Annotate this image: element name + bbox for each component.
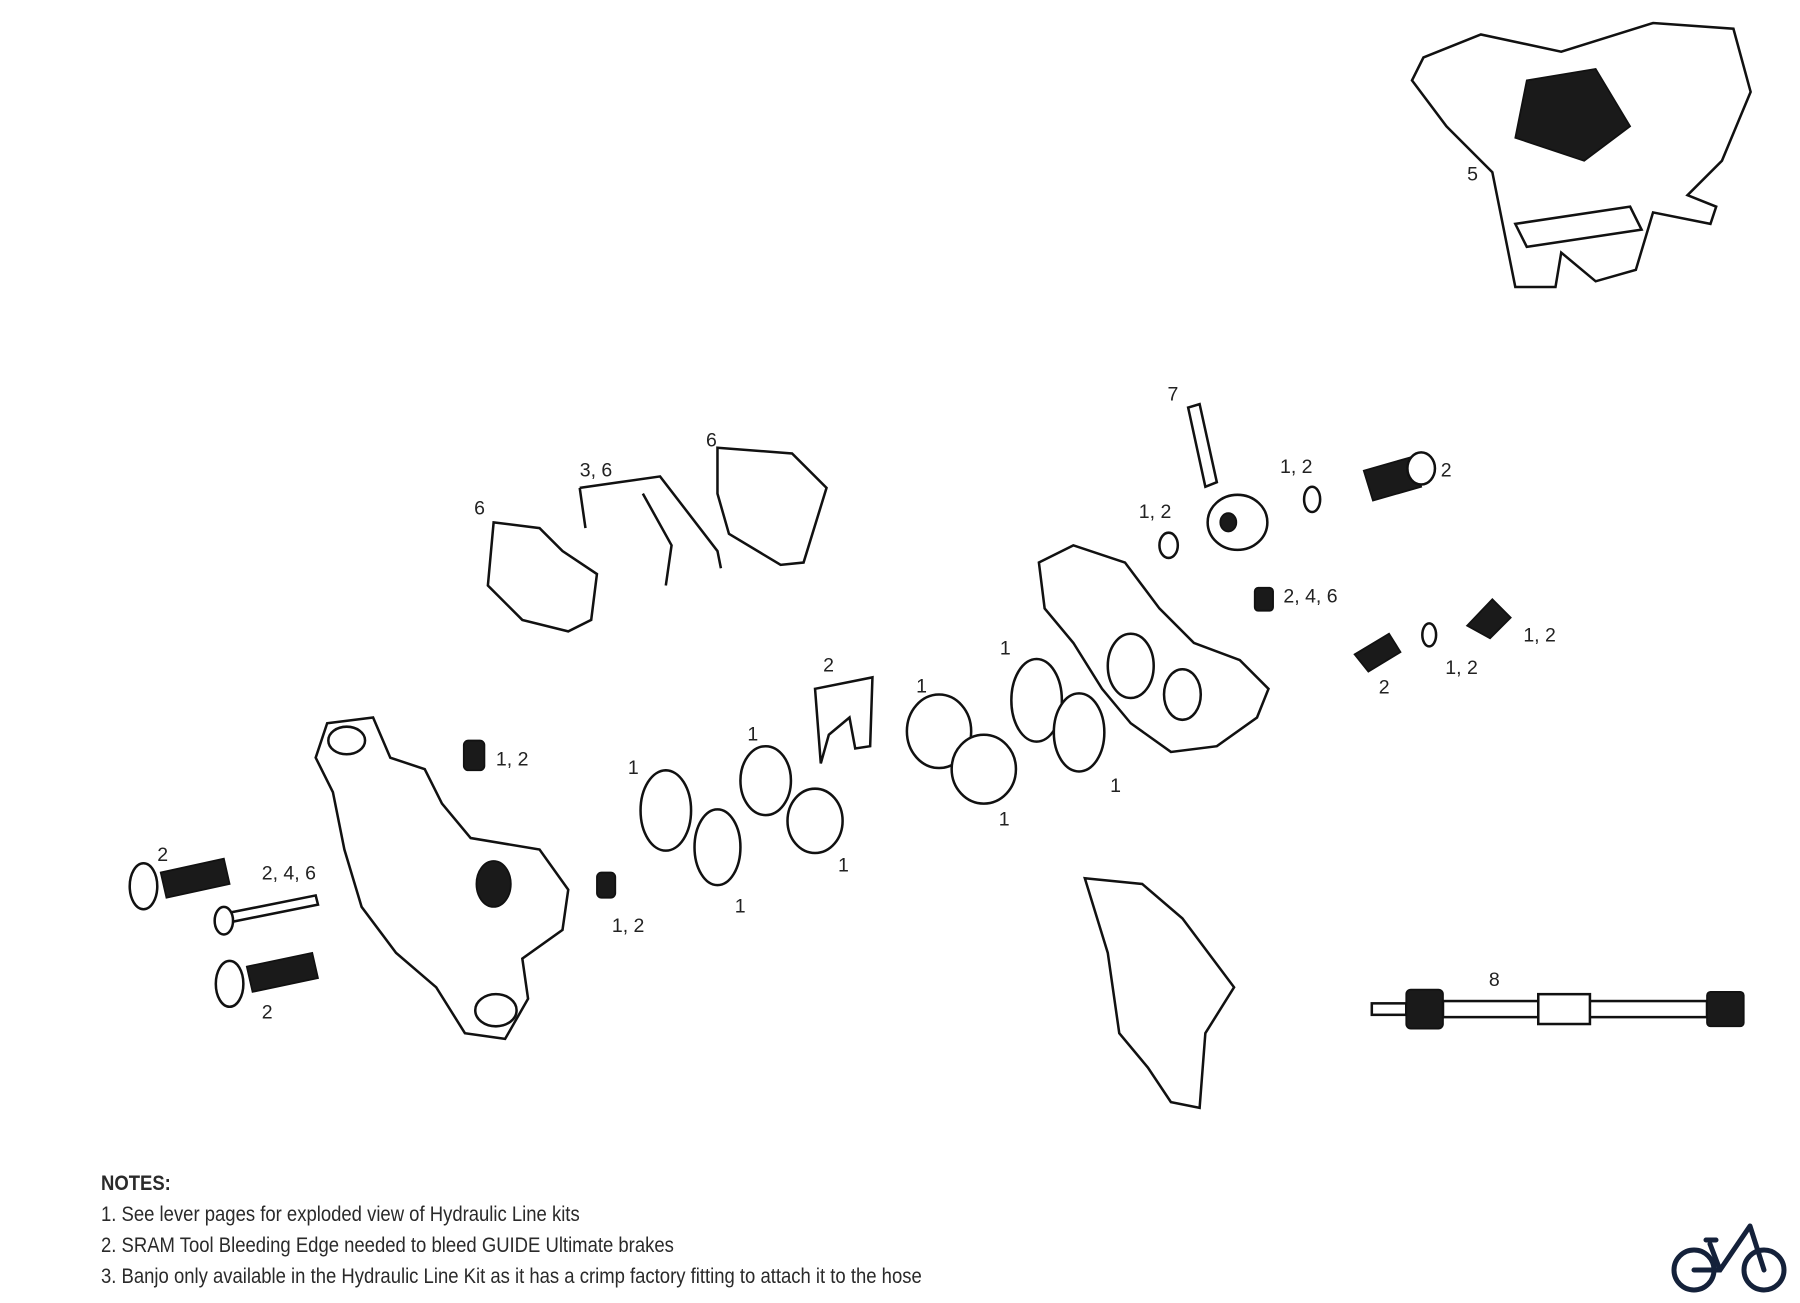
part-small-fittings [462, 451, 1512, 899]
callout-label: 1 [916, 675, 927, 697]
callout-label: 1, 2 [496, 749, 529, 771]
part-caliper-inboard [314, 716, 570, 1041]
callout-label: 1 [747, 723, 758, 745]
callout-label: 6 [706, 430, 717, 452]
callout-label: 2 [823, 655, 834, 677]
callout-label: 2 [262, 1001, 273, 1023]
part-bleed-tool [1370, 988, 1745, 1030]
bicycle-icon [1671, 1223, 1787, 1293]
notes-heading: NOTES: [101, 1172, 171, 1195]
callout-label: 1 [838, 854, 849, 876]
callout-label: 2, 4, 6 [1283, 586, 1337, 608]
callout-label: 2 [157, 844, 168, 866]
part-caliper-shield [1083, 876, 1236, 1110]
callout-label: 2 [1441, 459, 1452, 481]
note-item: 3. Banjo only available in the Hydraulic… [101, 1265, 922, 1288]
part-caliper-outboard [1037, 543, 1270, 754]
callout-label: 6 [474, 497, 485, 519]
notes-section: NOTES: 1. See lever pages for exploded v… [101, 1168, 922, 1292]
part-bleed-fitting [1186, 402, 1269, 552]
callout-label: 1, 2 [1139, 501, 1172, 523]
callout-label: 1, 2 [1280, 456, 1313, 478]
callout-label: 1, 2 [1445, 657, 1478, 679]
callout-label: 1, 2 [612, 915, 645, 937]
callout-label: 1 [628, 757, 639, 779]
callout-label: 1 [1110, 775, 1121, 797]
part-mounting-bolts [128, 857, 320, 1009]
callout-label: 5 [1467, 163, 1478, 185]
note-item: 1. See lever pages for exploded view of … [101, 1203, 580, 1226]
callout-label: 8 [1489, 969, 1500, 991]
callout-label: 7 [1167, 384, 1178, 406]
callout-label: 2 [1379, 676, 1390, 698]
callout-label: 2, 4, 6 [262, 862, 316, 884]
part-lever-assembly [1410, 21, 1752, 289]
callout-label: 3, 6 [580, 459, 613, 481]
part-pistons-and-seals [639, 657, 1106, 887]
callout-label: 1 [735, 896, 746, 918]
note-item: 2. SRAM Tool Bleeding Edge needed to ble… [101, 1234, 674, 1257]
part-brake-pads [486, 446, 828, 633]
callout-label: 1, 2 [1523, 625, 1556, 647]
callout-label: 1 [999, 808, 1010, 830]
callout-label: 1 [1000, 637, 1011, 659]
